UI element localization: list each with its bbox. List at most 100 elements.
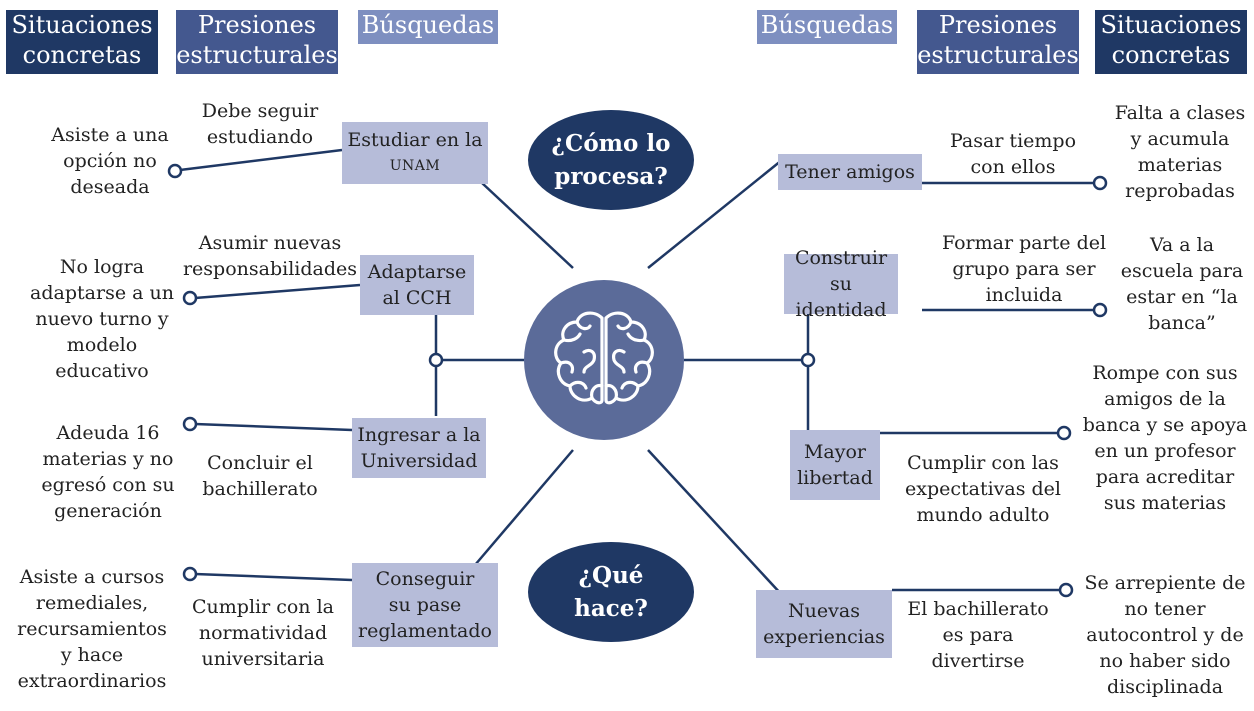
text-line: expectativas del	[904, 478, 1062, 500]
text-line: materias y no	[42, 448, 174, 470]
busqueda-identidad: Construir su identidad	[784, 247, 898, 321]
text-line: Rompe con sus	[1092, 362, 1238, 384]
situacion-identidad: Va a la escuela para estar en “la banca”	[1121, 232, 1243, 336]
text-line: para acreditar	[1095, 466, 1235, 488]
text-line: remediales,	[35, 592, 149, 614]
header-right-presiones: Presiones estructurales	[917, 10, 1079, 74]
text-line: egresó con su	[41, 474, 175, 496]
busqueda-amigos: Tener amigos	[778, 154, 922, 190]
text-line: banca y se apoya	[1082, 414, 1248, 436]
busqueda-nuevas: Nuevas experiencias	[756, 590, 892, 658]
text-line: escuela para	[1120, 260, 1244, 282]
text-line: Asiste a una	[51, 124, 169, 146]
box-line: reglamentado	[358, 620, 492, 642]
text-line: extraordinarios	[17, 670, 167, 692]
header-line: Situaciones	[1100, 11, 1242, 39]
text-line: disciplinada	[1106, 676, 1224, 698]
node-circle	[167, 163, 183, 179]
text-line: universitaria	[201, 648, 325, 670]
header-line: Búsquedas	[361, 11, 495, 39]
text-line: no tener	[1124, 598, 1206, 620]
text-line: Pasar tiempo	[949, 130, 1077, 152]
node-circle	[182, 566, 198, 582]
text-line: y acumula	[1130, 128, 1230, 150]
text-line: divertirse	[931, 650, 1025, 672]
text-line: en un profesor	[1094, 440, 1236, 462]
presion-identidad: Formar parte del grupo para ser incluida	[942, 230, 1106, 308]
line-center-estudiar	[481, 182, 574, 269]
text-line: Debe seguir	[201, 100, 319, 122]
text-line: educativo	[55, 360, 149, 382]
box-line: Construir su	[794, 247, 888, 295]
node-circle	[428, 352, 444, 368]
situacion-nuevas: Se arrepiente de no tener autocontrol y …	[1084, 570, 1245, 700]
text-line: Asiste a cursos	[19, 566, 165, 588]
box-line: Conseguir	[375, 568, 475, 590]
busqueda-estudiar: Estudiar en la UNAM	[342, 122, 488, 184]
header-line: Presiones	[938, 11, 1058, 39]
text-line: bachillerato	[202, 478, 318, 500]
text-line: nuevo turno y	[35, 308, 169, 330]
box-line: Universidad	[360, 450, 478, 472]
node-circle	[1092, 302, 1108, 318]
box-line: su pase	[388, 594, 462, 616]
text-line: reprobadas	[1125, 180, 1235, 202]
text-line: y hace	[60, 644, 124, 666]
text-line: incluida	[985, 284, 1063, 306]
box-line-text: al CCH	[382, 287, 452, 309]
text-line: generación	[54, 500, 162, 522]
lead-ingresar	[194, 422, 353, 432]
node-circle	[1056, 425, 1072, 441]
text-line: Falta a clases	[1114, 102, 1246, 124]
box-line: libertad	[797, 467, 873, 489]
text-line: mundo adulto	[916, 504, 1050, 526]
busqueda-ingresar: Ingresar a la Universidad	[352, 418, 486, 478]
text-line: recursamientos	[17, 618, 167, 640]
box-line: al CCH	[360, 285, 474, 311]
box-line: Ingresar a la	[357, 424, 481, 446]
node-circle	[182, 290, 198, 306]
node-circle	[800, 352, 816, 368]
brain-circle	[524, 280, 684, 440]
text-line: estar en “la	[1126, 286, 1238, 308]
text-line: El bachillerato	[907, 598, 1049, 620]
line-center-conseguir	[474, 449, 574, 566]
text-line: modelo	[66, 334, 138, 356]
header-line: estructurales	[176, 41, 338, 69]
text-line: deseada	[70, 176, 150, 198]
box-line: experiencias	[763, 626, 885, 648]
question-line: ¿Cómo lo	[551, 130, 671, 157]
box-line: Estudiar en la	[347, 129, 483, 151]
node-circle	[182, 416, 198, 432]
text-line: adaptarse a un	[30, 282, 174, 304]
text-line: estudiando	[206, 126, 314, 148]
question-what-does: ¿Qué hace?	[528, 542, 694, 642]
header-right-busquedas: Búsquedas	[757, 10, 897, 44]
text-line: grupo para ser	[952, 258, 1096, 280]
presion-libertad: Cumplir con las expectativas del mundo a…	[905, 450, 1061, 528]
text-line: opción no	[63, 150, 157, 172]
header-line: concretas	[1111, 41, 1231, 69]
box-line: Tener amigos	[785, 161, 915, 183]
presion-estudiar: Debe seguir estudiando	[202, 98, 318, 150]
situacion-ingresar: Adeuda 16 materias y no egresó con su ge…	[41, 420, 174, 524]
busqueda-conseguir: Conseguir su pase reglamentado	[352, 563, 498, 647]
lead-adaptarse	[194, 283, 361, 300]
text-line: amigos de la	[1104, 388, 1226, 410]
header-line: concretas	[22, 41, 142, 69]
box-line: Mayor	[803, 441, 867, 463]
busqueda-libertad: Mayor libertad	[790, 430, 880, 500]
box-line: Nuevas	[788, 600, 860, 622]
text-line: Adeuda 16	[56, 422, 160, 444]
presion-ingresar: Concluir el bachillerato	[202, 450, 317, 502]
busqueda-adaptarse: Adaptarse al CCH	[360, 255, 474, 315]
box-line: identidad	[795, 299, 887, 321]
text-line: Cumplir con la	[192, 596, 334, 618]
text-line: es para	[942, 624, 1014, 646]
question-line: hace?	[574, 595, 648, 622]
header-left-busquedas: Búsquedas	[358, 10, 498, 44]
situacion-adaptarse: No logra adaptarse a un nuevo turno y mo…	[30, 254, 174, 384]
header-left-situaciones: Situaciones concretas	[6, 10, 158, 74]
line-center-nuevas	[647, 449, 783, 596]
